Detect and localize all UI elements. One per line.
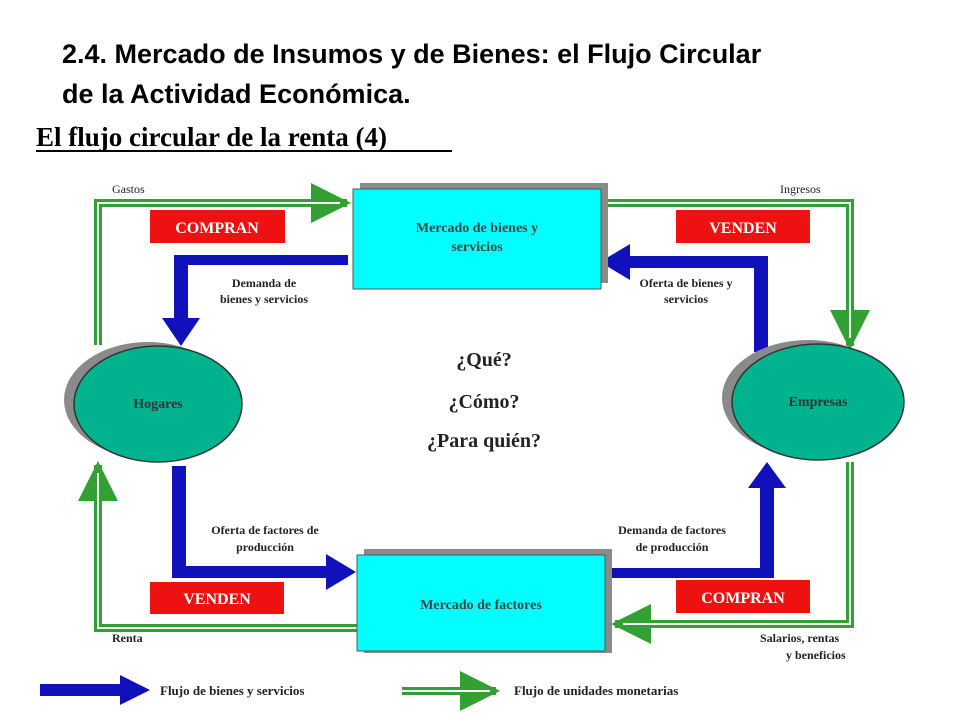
market-goods-services: Mercado de bienes y servicios [352, 183, 608, 290]
badge-venden-top: VENDEN [676, 210, 810, 243]
money-flow-top-left [94, 183, 351, 345]
badge-compran-bottom-label: COMPRAN [701, 590, 785, 607]
badge-venden-top-label: VENDEN [709, 220, 777, 237]
legend: Flujo de bienes y servicios Flujo de uni… [40, 671, 678, 711]
badge-compran-top-label: COMPRAN [175, 220, 259, 237]
question-para-quien: ¿Para quién? [427, 430, 541, 452]
agent-firms: Empresas [722, 340, 905, 461]
label-gastos: Gastos [112, 182, 145, 196]
label-demand-goods-2: bienes y servicios [220, 292, 308, 306]
badge-venden-bottom: VENDEN [150, 582, 284, 614]
label-salarios-1: Salarios, rentas [760, 631, 839, 645]
diagram-heading: El flujo circular de la renta (4) [36, 122, 387, 152]
factor-flow-demand [606, 462, 786, 578]
factor-flow-supply [172, 466, 356, 590]
legend-goods-arrow [40, 675, 150, 705]
label-demand-factors-1: Demanda de factores [618, 523, 726, 537]
badge-venden-bottom-label: VENDEN [183, 591, 251, 608]
badge-compran-top: COMPRAN [150, 210, 285, 243]
money-flow-top-right [603, 199, 870, 350]
slide-title: 2.4. Mercado de Insumos y de Bienes: el … [62, 34, 932, 114]
label-renta: Renta [112, 631, 143, 645]
legend-money-label: Flujo de unidades monetarias [514, 683, 678, 698]
label-demand-factors-2: de producción [636, 540, 709, 554]
slide-title-line-1: 2.4. Mercado de Insumos y de Bienes: el … [62, 39, 762, 69]
label-ingresos: Ingresos [780, 182, 821, 196]
money-flow-bottom-right [611, 462, 854, 644]
agent-households: Hogares [64, 342, 243, 463]
question-como: ¿Cómo? [448, 391, 519, 413]
households-label: Hogares [133, 397, 183, 412]
label-supply-goods-1: Oferta de bienes y [640, 276, 733, 290]
label-salarios-2: y beneficios [786, 648, 846, 662]
legend-goods-label: Flujo de bienes y servicios [160, 683, 304, 698]
badge-compran-bottom: COMPRAN [676, 580, 810, 613]
label-supply-factors-2: producción [236, 540, 294, 554]
market-factors: Mercado de factores [356, 549, 612, 653]
goods-market-label-1: Mercado de bienes y [416, 221, 538, 236]
goods-flow-demand [162, 255, 348, 346]
label-supply-goods-2: servicios [664, 292, 708, 306]
slide-title-line-2: de la Actividad Económica. [62, 79, 411, 109]
label-demand-goods-1: Demanda de [232, 276, 297, 290]
goods-market-label-2: servicios [451, 240, 503, 255]
factors-market-label: Mercado de factores [420, 598, 542, 613]
firms-label: Empresas [789, 395, 848, 410]
goods-flow-supply [600, 244, 768, 352]
question-que: ¿Qué? [456, 349, 512, 371]
label-supply-factors-1: Oferta de factores de [211, 523, 319, 537]
money-flow-bottom-left [78, 461, 357, 632]
